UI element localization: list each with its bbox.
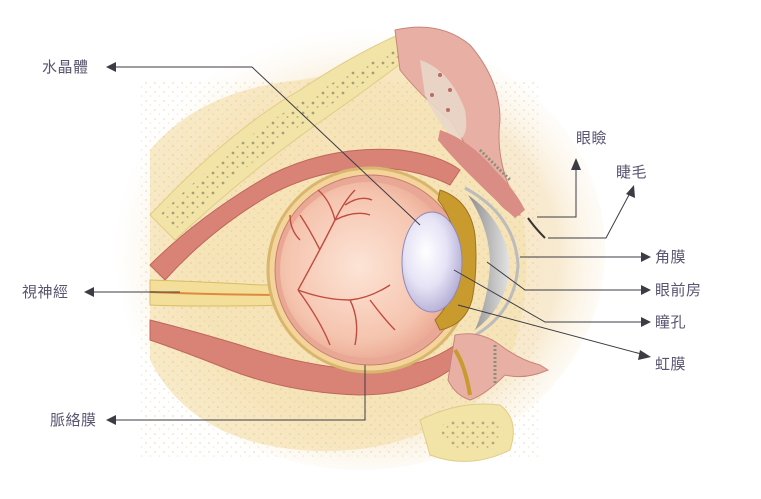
leader-pupil <box>453 269 645 323</box>
label-eyelash: 睫毛 <box>616 163 648 181</box>
leader-choroid <box>112 365 366 421</box>
label-eyelid: 眼瞼 <box>576 129 608 147</box>
leader-eyelash <box>548 192 631 239</box>
optic-nerve <box>149 279 301 307</box>
label-lens: 水晶體 <box>42 58 89 76</box>
superior-rectus-muscle <box>149 148 461 281</box>
leader-anterior-chamber <box>486 261 645 291</box>
leader-eyelid <box>537 168 577 218</box>
label-anterior-chamber: 眼前房 <box>655 281 702 299</box>
leader-iris <box>457 304 646 356</box>
label-iris: 虹膜 <box>655 355 687 373</box>
leader-lines <box>90 66 646 421</box>
label-choroid: 脈絡膜 <box>50 411 97 429</box>
lens-shape <box>401 211 463 313</box>
label-pupil: 瞳孔 <box>655 313 687 331</box>
leader-lens <box>112 66 421 226</box>
lower-eyelid-tissue <box>447 333 550 401</box>
eyelashes <box>527 217 546 239</box>
label-cornea: 角膜 <box>655 248 687 266</box>
arrowheads <box>84 62 651 425</box>
label-optic-nerve: 視神經 <box>22 283 69 301</box>
retinal-vessels <box>289 189 396 346</box>
